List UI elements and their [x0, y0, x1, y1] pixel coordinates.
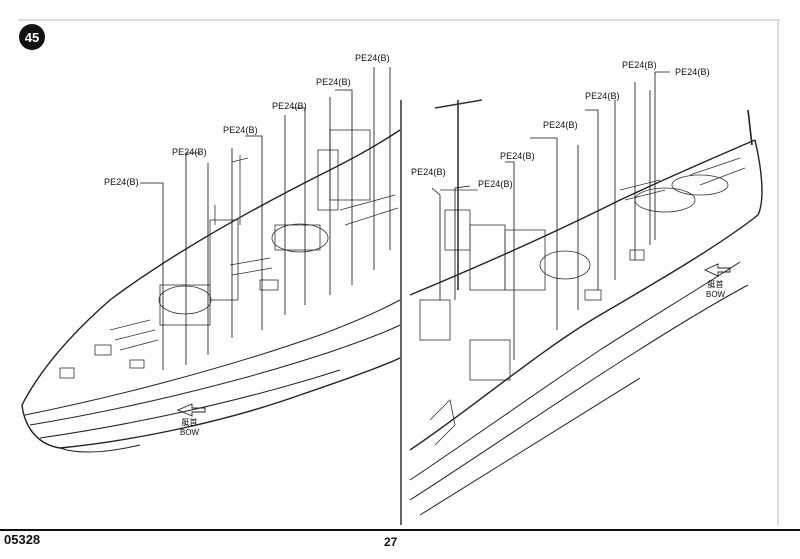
left-callout-3: PE24(B) [223, 125, 258, 135]
right-leader-lines [431, 71, 670, 360]
left-callout-1: PE24(B) [104, 177, 139, 187]
right-callout-2: PE24(B) [478, 179, 513, 189]
left-hull [21, 129, 401, 453]
right-bow-label-cn: 艇首 [707, 280, 724, 289]
left-bow-arrow-icon [176, 403, 206, 417]
right-callout-3: PE24(B) [500, 151, 535, 161]
right-deck-details [419, 99, 746, 446]
left-bow-label-cn: 艇首 [181, 418, 198, 427]
right-bow-label-en: BOW [706, 290, 726, 299]
left-bow-label: 艇首 BOW [180, 418, 199, 438]
page-number: 27 [384, 535, 398, 549]
left-callout-4: PE24(B) [272, 101, 307, 111]
left-callout-2: PE24(B) [172, 147, 207, 157]
right-callout-7: PE24(B) [675, 67, 710, 77]
right-hull [409, 109, 763, 516]
right-bow-arrow-icon [703, 263, 731, 277]
left-leader-lines [140, 67, 391, 370]
right-callout-4: PE24(B) [543, 120, 578, 130]
left-deck-details [59, 129, 399, 379]
right-callout-6: PE24(B) [622, 60, 657, 70]
step-number-badge: 45 [19, 24, 45, 50]
product-code: 05328 [4, 532, 41, 547]
right-callout-1: PE24(B) [411, 167, 446, 177]
footer-rule [0, 529, 800, 531]
right-bow-label: 艇首 BOW [706, 280, 725, 300]
left-callout-6: PE24(B) [355, 53, 390, 63]
left-callout-5: PE24(B) [316, 77, 351, 87]
left-bow-label-en: BOW [180, 428, 200, 437]
right-callout-5: PE24(B) [585, 91, 620, 101]
